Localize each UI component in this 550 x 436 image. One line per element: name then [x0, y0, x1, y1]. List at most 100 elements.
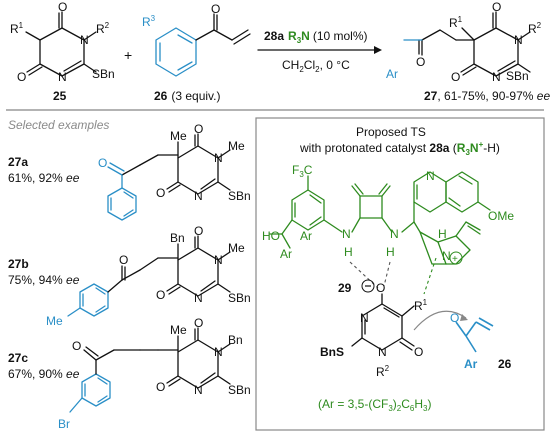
- o-label: O: [450, 311, 459, 325]
- sbn-bond: [217, 375, 231, 385]
- chain-bond: [139, 257, 159, 271]
- r2-bond: [517, 31, 531, 41]
- chain-bond: [139, 154, 159, 166]
- vinyl-bond: [455, 221, 467, 237]
- ho-label: HO: [262, 229, 280, 243]
- nh-n-label: N: [342, 227, 351, 241]
- r1-label: R1: [10, 21, 24, 36]
- r3-label: R3: [142, 14, 156, 29]
- carbonyl-bond: [166, 375, 179, 384]
- chain-bond: [439, 29, 457, 41]
- sbn-label: SBn: [92, 67, 115, 81]
- enone-26: [455, 317, 494, 353]
- n-label: N: [514, 33, 523, 47]
- n-label: N: [194, 291, 203, 305]
- aromatic-bond: [458, 175, 473, 185]
- n-label: N: [214, 253, 223, 267]
- ar-label: Ar: [280, 247, 292, 261]
- o-label: O: [156, 288, 165, 302]
- n-label: N: [378, 345, 387, 359]
- ar-label: Ar: [386, 67, 398, 81]
- aromatic-bond: [309, 216, 322, 226]
- examples-heading: Selected examples: [8, 118, 109, 132]
- carbonyl-bond: [168, 378, 181, 387]
- chain-bond: [121, 269, 141, 281]
- h-bond: [383, 261, 391, 287]
- benzene-ring: [155, 27, 197, 77]
- example-id: 27c: [8, 351, 28, 365]
- sbn-bond: [517, 63, 531, 73]
- carbonyl-bond: [107, 166, 123, 176]
- r1-label: R1: [449, 15, 463, 30]
- aromatic-bond: [448, 197, 461, 207]
- aromatic-bond: [177, 61, 193, 71]
- o-label: O: [156, 186, 165, 200]
- r2-label: R2: [96, 21, 110, 36]
- ar-bond: [465, 335, 477, 353]
- cation-plus: +: [452, 254, 458, 265]
- catalyst-structure: [269, 171, 491, 265]
- o-label: O: [414, 345, 423, 359]
- double-bond: [497, 60, 516, 72]
- pyrimidine-ring: [177, 339, 219, 389]
- example-yield: 75%, 94% ee: [8, 273, 80, 287]
- pyrimidine-ring: [177, 247, 219, 297]
- carbonyl-bond: [26, 63, 41, 73]
- compound-27-structure: [403, 11, 531, 77]
- ar-label: Ar: [464, 357, 478, 371]
- o-label: O: [451, 70, 460, 84]
- carbonyl-bond: [85, 346, 99, 357]
- nh-bond: [381, 217, 393, 233]
- o-label: O: [211, 2, 220, 16]
- o-label: O: [58, 0, 67, 14]
- carbinol-bond: [281, 219, 293, 235]
- r2-bond: [83, 31, 97, 41]
- o-label: O: [194, 316, 203, 330]
- substituent-label: Me: [170, 323, 187, 337]
- sbn-label: SBn: [506, 69, 529, 83]
- double-bond: [200, 280, 216, 292]
- aromatic-bond: [95, 305, 106, 313]
- n-label: N: [360, 311, 369, 325]
- carbonyl-bond: [166, 181, 179, 190]
- n-label: N: [194, 383, 203, 397]
- carbonyl-bond: [351, 185, 361, 197]
- n-label: N: [214, 151, 223, 165]
- n-substituent-bond: [217, 251, 231, 261]
- example-27c: 27c 67%, 90% ee Br O: [8, 339, 179, 431]
- n-substituent-label: Me: [228, 139, 245, 153]
- squaramide-ring: [359, 195, 383, 219]
- aryl-bond: [107, 279, 123, 293]
- cage-bond: [413, 221, 421, 233]
- double-bond: [383, 307, 400, 318]
- compound-26-label: 26: [498, 357, 512, 371]
- sbn-bond: [217, 181, 231, 191]
- ome-label: OMe: [488, 209, 514, 223]
- r2-label: R2: [376, 364, 390, 379]
- cage-bond: [437, 241, 447, 265]
- sbn-label: SBn: [228, 189, 251, 203]
- r1-label: R1: [414, 298, 428, 313]
- r2-label: R2: [528, 21, 542, 36]
- aryl-ring: [291, 189, 325, 231]
- bromo-label: Br: [58, 417, 70, 431]
- n-label: N: [194, 189, 203, 203]
- vinyl-bond: [467, 225, 481, 235]
- compound-25-structure: [25, 11, 97, 77]
- r1-bond: [25, 31, 41, 41]
- carbonyl-bond: [168, 184, 181, 193]
- o-label: O: [416, 55, 425, 69]
- r1-bond: [461, 27, 475, 41]
- double-bond: [200, 178, 216, 190]
- nh-n-label: N: [390, 227, 399, 241]
- compound-27-caption: 27, 61-75%, 90-97% ee: [424, 89, 550, 103]
- n-label: N: [80, 33, 89, 47]
- bns-label: BnS: [320, 345, 344, 359]
- ketone-bond: [195, 29, 215, 41]
- chain-bond: [95, 349, 115, 361]
- carbonyl-bond: [455, 321, 467, 337]
- selected-examples: Selected examples 27a 61%, 92% ee O 27b …: [8, 118, 251, 431]
